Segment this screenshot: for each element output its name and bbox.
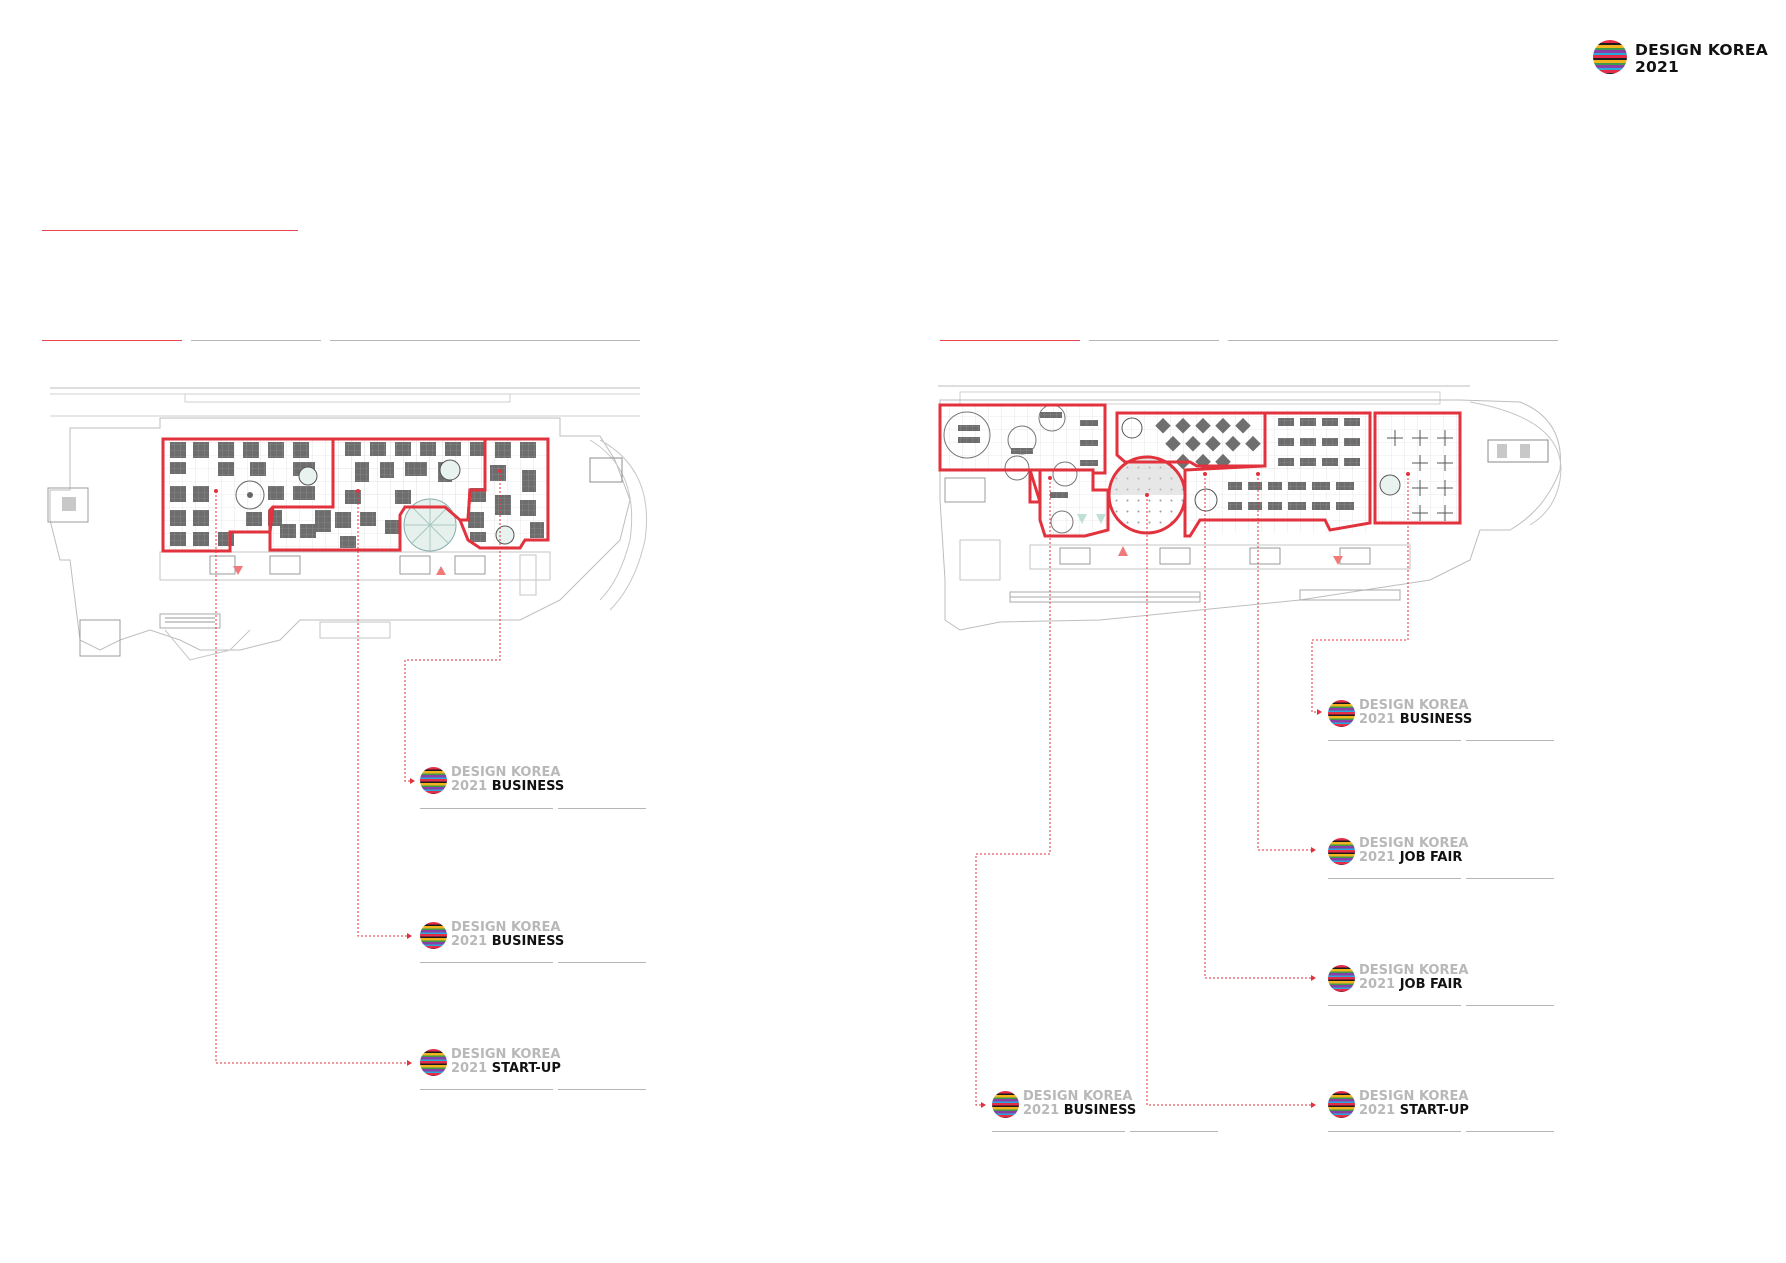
left-label-rule-b3 <box>558 1089 646 1090</box>
label-year: 2021 <box>451 779 488 794</box>
label-title: DESIGN KOREA <box>451 1047 561 1062</box>
brand-title: DESIGN KOREA 2021 <box>1635 42 1768 76</box>
right-header-rule-1 <box>940 340 1080 341</box>
right-zone-label-jobfair-1: DESIGN KOREA 2021 JOB FAIR <box>1328 836 1478 874</box>
label-subtitle: 2021 BUSINESS <box>1023 1104 1136 1118</box>
right-zone-label-business-2: DESIGN KOREA 2021 BUSINESS <box>992 1089 1142 1127</box>
left-floor-plan <box>47 387 648 1066</box>
design-korea-logo-icon <box>992 1091 1019 1118</box>
brand-logo-block: DESIGN KOREA 2021 <box>1593 40 1768 80</box>
design-korea-logo-icon <box>420 767 447 794</box>
right-zone-label-startup: DESIGN KOREA 2021 START-UP <box>1328 1089 1478 1127</box>
design-korea-logo-icon <box>420 1049 447 1076</box>
left-label-rule-b1 <box>558 808 646 809</box>
label-kind: BUSINESS <box>491 934 565 949</box>
label-subtitle: 2021 START-UP <box>1359 1104 1469 1118</box>
label-subtitle: 2021 BUSINESS <box>451 935 564 949</box>
label-kind: BUSINESS <box>491 779 565 794</box>
right-label-rule-a3 <box>1328 1005 1461 1006</box>
left-header-rule-2 <box>191 340 321 341</box>
left-header-rule-1 <box>42 340 182 341</box>
label-year: 2021 <box>451 1061 488 1076</box>
label-title: DESIGN KOREA <box>1359 1089 1469 1104</box>
right-label-rule-a2 <box>1328 878 1461 879</box>
left-label-rule-b2 <box>558 962 646 963</box>
label-title: DESIGN KOREA <box>451 920 561 935</box>
label-subtitle: 2021 BUSINESS <box>451 780 564 794</box>
design-korea-logo-icon <box>1328 965 1355 992</box>
right-label-rule-a1 <box>1328 740 1461 741</box>
design-korea-logo-icon <box>1328 700 1355 727</box>
label-year: 2021 <box>451 934 488 949</box>
right-zone-label-business-1: DESIGN KOREA 2021 BUSINESS <box>1328 698 1478 736</box>
left-zone-label-business-1: DESIGN KOREA 2021 BUSINESS <box>420 765 570 803</box>
label-subtitle: 2021 JOB FAIR <box>1359 851 1462 865</box>
left-zone-label-business-2: DESIGN KOREA 2021 BUSINESS <box>420 920 570 958</box>
label-year: 2021 <box>1359 1103 1396 1118</box>
right-label-rule-b3 <box>1466 1005 1554 1006</box>
right-header-rule-3 <box>1228 340 1558 341</box>
right-header-rule-2 <box>1089 340 1219 341</box>
label-subtitle: 2021 BUSINESS <box>1359 713 1472 727</box>
brand-title-line2: 2021 <box>1635 58 1679 76</box>
label-year: 2021 <box>1359 977 1396 992</box>
right-floor-plan <box>938 385 1562 1108</box>
design-korea-logo-icon <box>1328 838 1355 865</box>
label-kind: JOB FAIR <box>1399 977 1463 992</box>
label-kind: BUSINESS <box>1063 1103 1137 1118</box>
brand-stripe-logo-icon <box>1593 40 1627 74</box>
label-year: 2021 <box>1359 712 1396 727</box>
label-kind: START-UP <box>491 1061 561 1076</box>
right-label-rule-a4 <box>992 1131 1125 1132</box>
title-underline <box>42 230 298 231</box>
brand-title-line1: DESIGN KOREA <box>1635 41 1768 59</box>
right-label-rule-b4 <box>1130 1131 1218 1132</box>
label-title: DESIGN KOREA <box>451 765 561 780</box>
label-subtitle: 2021 JOB FAIR <box>1359 978 1462 992</box>
design-korea-logo-icon <box>1328 1091 1355 1118</box>
label-year: 2021 <box>1359 850 1396 865</box>
right-label-rule-a5 <box>1328 1131 1461 1132</box>
label-subtitle: 2021 START-UP <box>451 1062 561 1076</box>
label-kind: BUSINESS <box>1399 712 1473 727</box>
left-header-rule-3 <box>330 340 640 341</box>
label-kind: JOB FAIR <box>1399 850 1463 865</box>
left-label-rule-a2 <box>420 962 553 963</box>
label-title: DESIGN KOREA <box>1359 698 1469 713</box>
right-label-rule-b1 <box>1466 740 1554 741</box>
design-korea-logo-icon <box>420 922 447 949</box>
label-kind: START-UP <box>1399 1103 1469 1118</box>
label-title: DESIGN KOREA <box>1359 963 1469 978</box>
right-zone-label-jobfair-2: DESIGN KOREA 2021 JOB FAIR <box>1328 963 1478 1001</box>
right-label-rule-b5 <box>1466 1131 1554 1132</box>
label-year: 2021 <box>1023 1103 1060 1118</box>
left-label-rule-a1 <box>420 808 553 809</box>
label-title: DESIGN KOREA <box>1023 1089 1133 1104</box>
left-zone-label-startup: DESIGN KOREA 2021 START-UP <box>420 1047 570 1085</box>
right-label-rule-b2 <box>1466 878 1554 879</box>
label-title: DESIGN KOREA <box>1359 836 1469 851</box>
left-label-rule-a3 <box>420 1089 553 1090</box>
